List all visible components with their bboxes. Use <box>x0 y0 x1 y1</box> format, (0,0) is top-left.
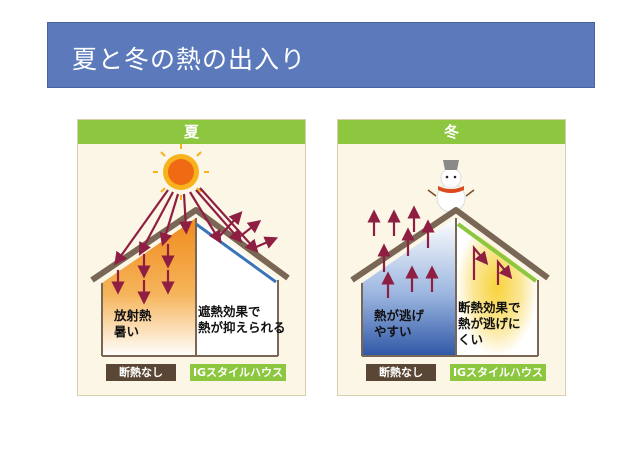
summer-illustration <box>90 144 290 357</box>
winter-left-label: 熱が逃げ やすい <box>374 308 425 339</box>
title-bar <box>47 22 595 88</box>
winter-tag-no-insulation: 断熱なし <box>366 364 436 381</box>
summer-heading: 夏 <box>78 120 305 144</box>
winter-right-label: 断熱効果で 熱が逃げに くい <box>458 300 521 347</box>
winter-panel: 冬 <box>337 119 566 396</box>
sun-icon <box>153 144 209 200</box>
summer-tag-no-insulation: 断熱なし <box>106 364 176 381</box>
summer-panel: 夏 <box>77 119 306 396</box>
summer-left-label: 放射熱 暑い <box>114 308 152 339</box>
winter-tag-ig-style: IGスタイルハウス <box>450 364 546 381</box>
page-title: 夏と冬の熱の出入り <box>72 45 307 74</box>
summer-tag-ig-style: IGスタイルハウス <box>190 364 286 381</box>
winter-heading: 冬 <box>338 120 565 144</box>
snowman-icon <box>427 160 475 213</box>
summer-right-label: 遮熱効果で 熱が抑えられる <box>198 304 286 335</box>
winter-illustration <box>350 160 550 357</box>
